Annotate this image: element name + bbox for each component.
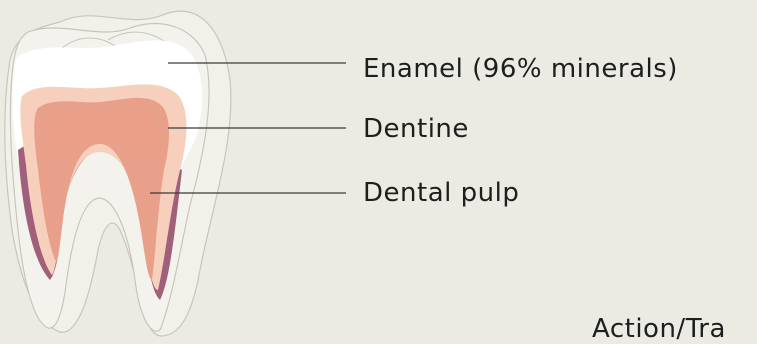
dental-pulp-label: Dental pulp bbox=[363, 178, 520, 208]
tooth-crown-ridge bbox=[61, 31, 169, 49]
pulp-highlight bbox=[49, 110, 156, 160]
dentine-label: Dentine bbox=[363, 114, 469, 144]
enamel-label: Enamel (96% minerals) bbox=[363, 54, 678, 84]
cropped-heading: Action/Tra bbox=[592, 314, 726, 344]
